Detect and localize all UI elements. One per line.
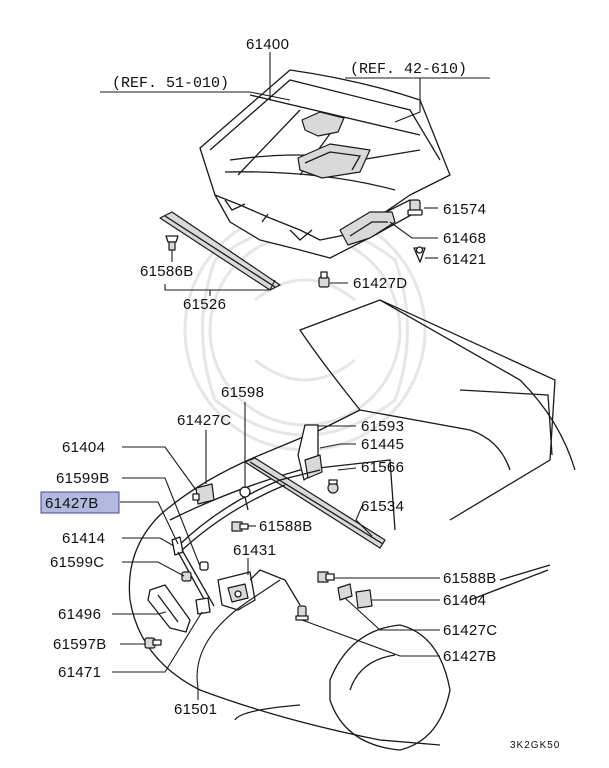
label-61597B: 61597B (53, 636, 107, 653)
label-61427B-highlight[interactable]: 61427B (45, 495, 99, 512)
diagram-code: 3K2GK50 (510, 740, 560, 751)
part-61431-latch (217, 569, 301, 611)
part-61427B-right-bumper (295, 605, 309, 621)
part-61566-bumper (327, 479, 339, 494)
label-61588B-right: 61588B (443, 570, 497, 587)
label-ref-42-610: (REF. 42-610) (350, 61, 467, 78)
part-61597B-bolt (144, 637, 162, 649)
label-61414: 61414 (62, 530, 105, 547)
label-61566: 61566 (361, 459, 404, 476)
part-61427C-right-holder (337, 583, 353, 601)
label-61431: 61431 (233, 542, 276, 559)
label-61427B-right: 61427B (443, 648, 497, 665)
part-61471-release-lever (195, 597, 211, 615)
part-61526-weatherstrip (159, 211, 281, 291)
label-61534: 61534 (361, 498, 404, 515)
vehicle-body (128, 299, 576, 751)
part-61598-hood-release-cable (176, 469, 321, 553)
part-61468-bracket (339, 211, 396, 246)
part-61496-bracket (147, 584, 191, 633)
part-61421-clip (413, 246, 426, 263)
label-61496: 61496 (58, 606, 101, 623)
label-61445: 61445 (361, 436, 404, 453)
leader-lines (100, 52, 490, 700)
part-61599B-clip (199, 561, 209, 571)
part-61404-right-bracket (355, 589, 373, 609)
label-61526: 61526 (183, 296, 226, 313)
label-61599C: 61599C (50, 554, 104, 571)
part-61574-bolt (407, 199, 423, 216)
label-61427C-top: 61427C (177, 412, 231, 429)
part-61427C-holder (192, 483, 215, 505)
label-61427C-right: 61427C (443, 622, 497, 639)
label-61586B: 61586B (140, 263, 194, 280)
label-61427D: 61427D (353, 275, 407, 292)
part-61599C-clip (181, 571, 192, 582)
label-ref-51-010: (REF. 51-010) (112, 75, 229, 92)
label-61599B: 61599B (56, 470, 110, 487)
part-61586B-clip (165, 235, 179, 251)
part-61593-bracket (297, 424, 323, 481)
part-61588B-right-bolt (317, 571, 335, 583)
label-61404-left: 61404 (62, 439, 105, 456)
label-61468: 61468 (443, 230, 486, 247)
label-61593: 61593 (361, 418, 404, 435)
label-61421: 61421 (443, 251, 486, 268)
label-61400: 61400 (246, 36, 289, 53)
label-61501: 61501 (174, 701, 217, 718)
label-61574: 61574 (443, 201, 486, 218)
label-61404-right: 61404 (443, 592, 486, 609)
part-61427D-bumper (318, 271, 330, 288)
label-61598: 61598 (221, 384, 264, 401)
part-61588B-bolt (231, 521, 249, 532)
highlight-box-61427B[interactable] (40, 491, 120, 514)
label-61588B-mid: 61588B (259, 518, 313, 535)
label-61471: 61471 (58, 664, 101, 681)
